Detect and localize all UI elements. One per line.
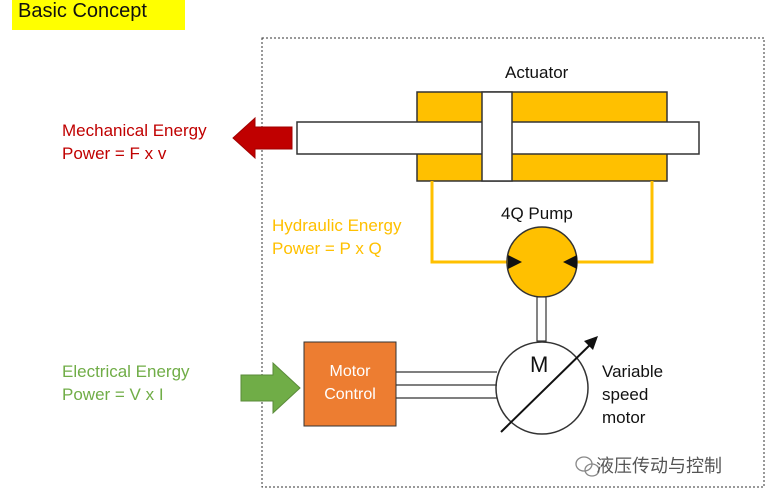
actuator-label: Actuator <box>505 63 569 82</box>
speed-label: speed <box>602 385 649 404</box>
motor-control-box <box>303 341 397 427</box>
watermark-text: 液压传动与控制 <box>596 456 722 477</box>
hydraulic-energy-label: Hydraulic Energy <box>272 216 402 235</box>
wechat-icon <box>575 456 600 477</box>
motor-label: motor <box>602 408 646 427</box>
pump-label: 4Q Pump <box>501 204 573 223</box>
system-boundary <box>261 37 765 488</box>
hydraulic-power-label: Power = P x Q <box>272 239 382 258</box>
page-title: Basic Concept <box>12 0 185 30</box>
pump-arrow-right-icon <box>563 255 577 269</box>
electrical-arrow-icon <box>240 361 301 415</box>
pump-arrow-left-icon <box>508 255 522 269</box>
variable-arrow-line <box>500 338 597 433</box>
drive-shaft <box>536 296 547 342</box>
electrical-energy-label: Electrical Energy <box>62 362 190 381</box>
motor-circle <box>495 341 589 435</box>
mechanical-arrow-icon <box>232 116 293 160</box>
piston <box>481 91 513 182</box>
motor-control-label: Motor Control <box>324 363 376 403</box>
variable-arrow-head-icon <box>584 336 598 350</box>
variable-label: Variable <box>602 362 664 381</box>
hydraulic-line-right <box>577 181 654 264</box>
motor-letter: M <box>530 352 549 377</box>
hydraulic-line-left <box>430 181 508 264</box>
mechanical-power-label: Power = F x v <box>62 144 167 163</box>
electrical-power-label: Power = V x I <box>62 385 164 404</box>
mechanical-energy-label: Mechanical Energy <box>62 121 207 140</box>
